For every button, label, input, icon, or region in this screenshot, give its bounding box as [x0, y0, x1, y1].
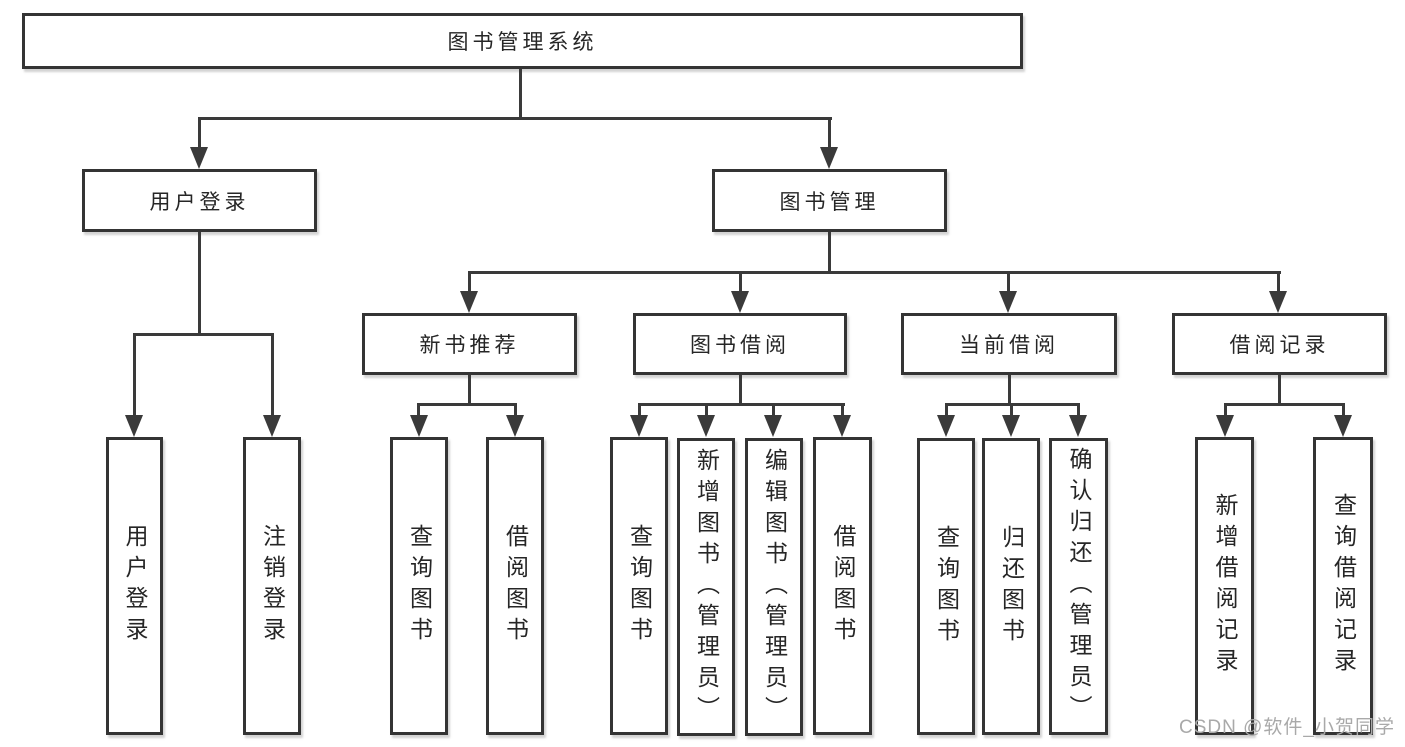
- leaf-confirm-return-admin: 确认归还（管理员）: [1049, 438, 1108, 735]
- leaf-query-book-borrow: 查询图书: [610, 437, 668, 735]
- arrow-down-icon: [1269, 291, 1287, 313]
- leaf-borrow-book-recommend: 借阅图书: [486, 437, 544, 735]
- arrow-down-icon: [820, 147, 838, 169]
- node-current-borrow-label: 当前借阅: [959, 334, 1059, 357]
- connector-line: [828, 232, 831, 273]
- connector-line: [739, 375, 742, 405]
- arrow-down-icon: [1069, 415, 1087, 437]
- connector-line: [198, 117, 832, 120]
- arrow-down-icon: [1002, 415, 1020, 437]
- leaf-return-book: 归还图书: [982, 438, 1040, 735]
- node-book-borrow: 图书借阅: [633, 313, 847, 375]
- leaf-query-book-borrow-label: 查询图书: [626, 524, 653, 648]
- node-current-borrow: 当前借阅: [901, 313, 1117, 375]
- connector-line: [705, 403, 708, 417]
- connector-line: [514, 403, 517, 417]
- connector-line: [468, 375, 471, 405]
- connector-line: [1077, 403, 1080, 417]
- leaf-query-book-recommend-label: 查询图书: [406, 524, 433, 648]
- connector-line: [133, 333, 274, 336]
- node-book-management: 图书管理: [712, 169, 947, 232]
- connector-line: [638, 403, 641, 417]
- connector-line: [133, 333, 136, 417]
- connector-line: [1278, 375, 1281, 405]
- node-root-label: 图书管理系统: [447, 31, 598, 54]
- leaf-query-borrow-record: 查询借阅记录: [1313, 437, 1373, 735]
- connector-line: [198, 232, 201, 335]
- arrow-down-icon: [410, 415, 428, 437]
- leaf-edit-book-admin: 编辑图书（管理员）: [745, 438, 803, 736]
- connector-line: [739, 271, 742, 293]
- connector-line: [1277, 271, 1280, 293]
- leaf-borrow-book: 借阅图书: [813, 437, 872, 735]
- leaf-user-login-label: 用户登录: [122, 524, 148, 648]
- arrow-down-icon: [1216, 415, 1234, 437]
- connector-line: [772, 403, 775, 417]
- leaf-query-book-current-label: 查询图书: [933, 524, 960, 649]
- arrow-down-icon: [506, 415, 524, 437]
- leaf-user-login: 用户登录: [106, 437, 163, 735]
- leaf-query-book-recommend: 查询图书: [390, 437, 448, 735]
- connector-line: [1224, 403, 1345, 406]
- leaf-add-book-admin: 新增图书（管理员）: [677, 438, 735, 736]
- connector-line: [1224, 403, 1227, 417]
- leaf-borrow-book-label: 借阅图书: [830, 524, 856, 648]
- arrow-down-icon: [833, 415, 851, 437]
- connector-line: [468, 271, 1281, 274]
- arrow-down-icon: [460, 291, 478, 313]
- node-new-book-recommend-label: 新书推荐: [419, 334, 520, 357]
- connector-line: [1342, 403, 1345, 417]
- leaf-query-book-current: 查询图书: [917, 438, 975, 735]
- connector-line: [1007, 271, 1010, 293]
- arrow-down-icon: [263, 415, 281, 437]
- leaf-edit-book-admin-label: 编辑图书（管理员）: [761, 447, 788, 727]
- arrow-down-icon: [1334, 415, 1352, 437]
- leaf-query-borrow-record-label: 查询借阅记录: [1330, 493, 1357, 679]
- leaf-add-borrow-record: 新增借阅记录: [1195, 437, 1254, 735]
- connector-line: [1008, 375, 1011, 405]
- connector-line: [468, 271, 471, 293]
- node-borrow-records-label: 借阅记录: [1229, 334, 1330, 357]
- arrow-down-icon: [190, 147, 208, 169]
- connector-line: [945, 403, 948, 417]
- node-root: 图书管理系统: [22, 13, 1023, 69]
- arrow-down-icon: [697, 415, 715, 437]
- arrow-down-icon: [764, 415, 782, 437]
- leaf-confirm-return-admin-label: 确认归还（管理员）: [1066, 447, 1092, 726]
- connector-line: [417, 403, 420, 417]
- connector-line: [638, 403, 845, 406]
- arrow-down-icon: [937, 415, 955, 437]
- node-new-book-recommend: 新书推荐: [362, 313, 577, 375]
- leaf-logout: 注销登录: [243, 437, 301, 735]
- node-book-management-label: 图书管理: [779, 190, 880, 214]
- arrow-down-icon: [630, 415, 648, 437]
- node-book-borrow-label: 图书借阅: [690, 334, 790, 357]
- connector-line: [198, 117, 201, 149]
- connector-line: [828, 117, 831, 149]
- connector-line: [271, 333, 274, 417]
- leaf-borrow-book-recommend-label: 借阅图书: [502, 524, 529, 648]
- connector-line: [841, 403, 844, 417]
- connector-line: [1010, 403, 1013, 417]
- arrow-down-icon: [731, 291, 749, 313]
- watermark-text: CSDN @软件_小贺同学: [1179, 717, 1395, 738]
- node-user-login: 用户登录: [82, 169, 317, 232]
- arrow-down-icon: [999, 291, 1017, 313]
- connector-line: [418, 403, 517, 406]
- leaf-add-borrow-record-label: 新增借阅记录: [1212, 493, 1238, 679]
- node-borrow-records: 借阅记录: [1172, 313, 1387, 375]
- arrow-down-icon: [125, 415, 143, 437]
- leaf-add-book-admin-label: 新增图书（管理员）: [693, 447, 720, 727]
- node-user-login-label: 用户登录: [149, 190, 250, 214]
- connector-line: [519, 69, 522, 119]
- leaf-return-book-label: 归还图书: [998, 524, 1025, 649]
- leaf-logout-label: 注销登录: [259, 524, 286, 648]
